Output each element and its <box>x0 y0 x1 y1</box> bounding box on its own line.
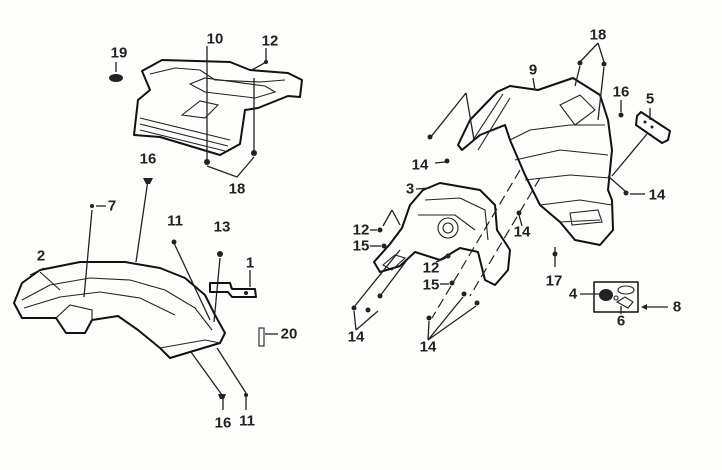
part-label-14: 14 <box>347 328 365 346</box>
part-5-plate <box>611 108 671 177</box>
part-label-11: 11 <box>167 212 183 230</box>
reflector-kit <box>580 281 668 314</box>
part-label-11: 11 <box>239 412 255 430</box>
part-label-10: 10 <box>206 30 224 48</box>
part-label-16: 16 <box>139 150 157 168</box>
part-label-12: 12 <box>261 32 279 50</box>
part-9-rear-frame <box>427 42 645 267</box>
part-label-12: 12 <box>352 221 370 239</box>
part-label-15: 15 <box>352 237 370 255</box>
part-label-16: 16 <box>214 414 232 432</box>
part-label-18: 18 <box>589 26 607 44</box>
part-label-12: 12 <box>422 259 440 277</box>
assembly-guidelines <box>351 169 541 341</box>
part-label-4: 4 <box>568 285 578 303</box>
part-label-16: 16 <box>612 83 630 101</box>
part-2-inner-fender <box>13 178 248 410</box>
part-label-1: 1 <box>245 254 255 272</box>
part-label-18: 18 <box>228 180 246 198</box>
part-label-5: 5 <box>645 90 655 108</box>
part-20-pin <box>258 327 278 347</box>
part-label-17: 17 <box>545 272 563 290</box>
part-label-9: 9 <box>528 61 538 79</box>
part-3-hugger <box>370 182 511 286</box>
part-label-8: 8 <box>672 298 682 316</box>
part-label-14: 14 <box>648 186 666 204</box>
part-label-7: 7 <box>107 197 117 215</box>
part-label-19: 19 <box>110 44 128 62</box>
part-label-14: 14 <box>419 338 437 356</box>
part-label-14: 14 <box>513 223 531 241</box>
part-label-2: 2 <box>36 247 46 265</box>
part-10-upper-tray <box>133 46 303 178</box>
part-label-15: 15 <box>422 276 440 294</box>
part-1-bracket <box>209 270 257 298</box>
part-label-3: 3 <box>405 180 415 198</box>
part-label-20: 20 <box>280 325 298 343</box>
part-19-rubber-cap <box>109 62 123 82</box>
part-label-13: 13 <box>213 218 231 236</box>
part-label-14: 14 <box>411 156 429 174</box>
part-label-6: 6 <box>616 312 626 330</box>
